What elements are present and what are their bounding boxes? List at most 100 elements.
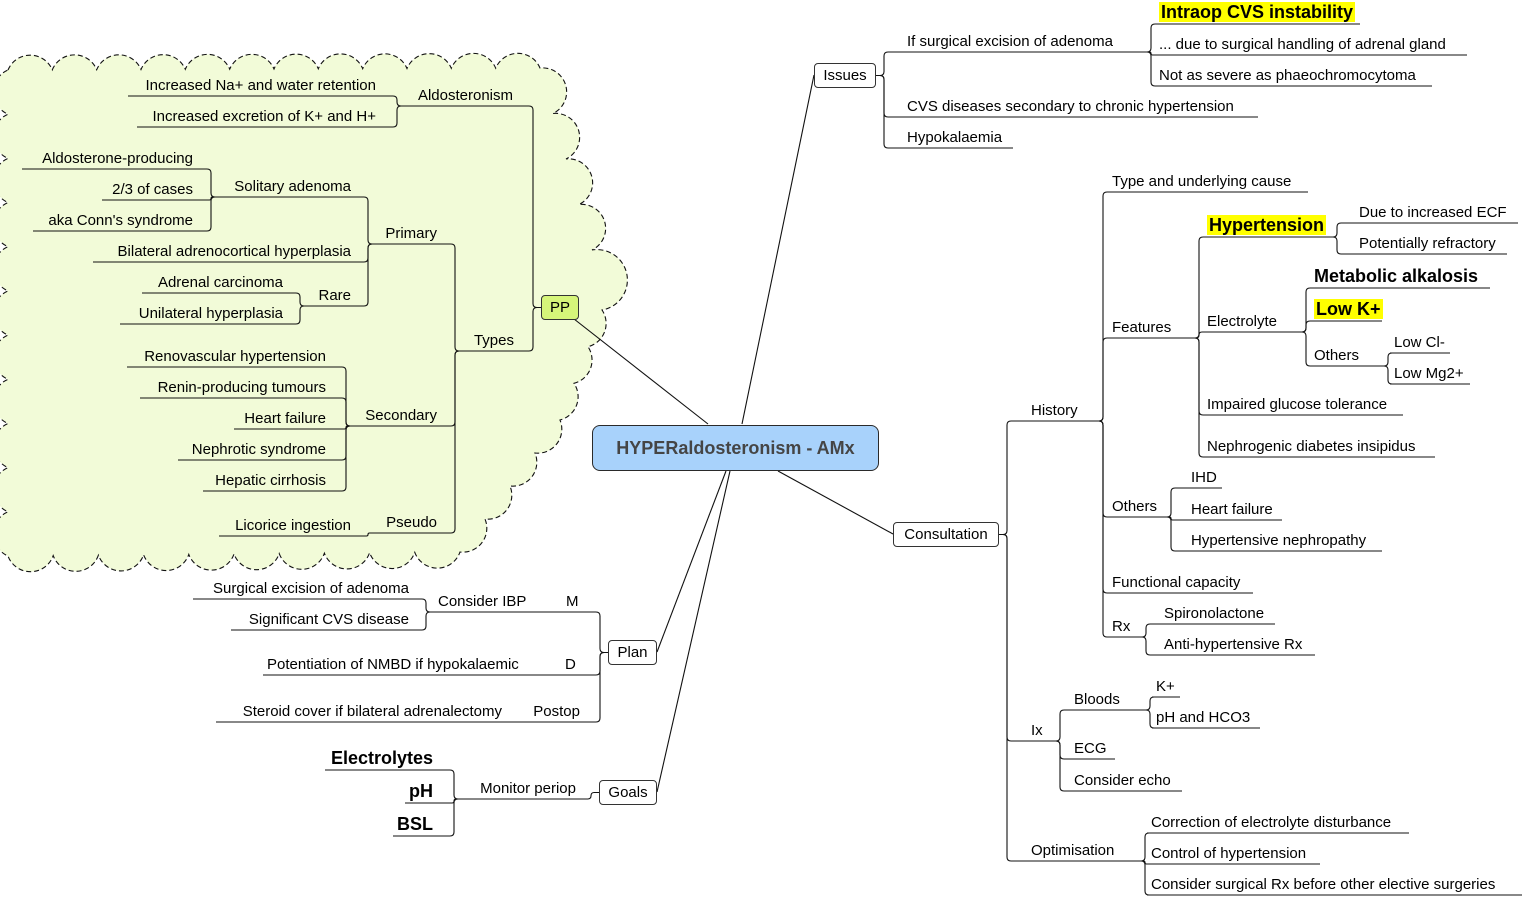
topic-intraop[interactable]: Intraop CVS instability <box>1159 1 1356 23</box>
branch-connector <box>1298 320 1311 333</box>
branch-connector <box>999 420 1027 536</box>
topic-label: Consider echo <box>1074 772 1171 789</box>
topic-hypok[interactable]: Hypokalaemia <box>907 129 1002 147</box>
topic-kh[interactable]: Increased excretion of K+ and H+ <box>153 108 376 126</box>
topic-primary[interactable]: Primary <box>385 225 437 243</box>
topic-metalk[interactable]: Metabolic alkalosis <box>1314 265 1478 287</box>
topic-surgexc[interactable]: Surgical excision of adenoma <box>213 580 409 598</box>
branch-connector <box>518 306 541 352</box>
topic-secondary[interactable]: Secondary <box>365 407 437 425</box>
topic-ibp[interactable]: Consider IBP <box>438 593 526 611</box>
topic-twothirds[interactable]: 2/3 of cases <box>112 181 193 199</box>
topic-renin[interactable]: Renin-producing tumours <box>158 379 326 397</box>
branch-connector <box>1095 420 1108 518</box>
topic-label: Metabolic alkalosis <box>1314 266 1479 286</box>
topic-renovasc[interactable]: Renovascular hypertension <box>144 348 326 366</box>
topic-label: Increased excretion of K+ and H+ <box>152 108 376 125</box>
topic-type[interactable]: Type and underlying cause <box>1112 173 1291 191</box>
topic-handling[interactable]: ... due to surgical handling of adrenal … <box>1159 36 1446 54</box>
central-topic[interactable]: HYPERaldosteronism - AMx <box>592 425 879 471</box>
topic-igt[interactable]: Impaired glucose tolerance <box>1207 396 1387 414</box>
topic-na[interactable]: Increased Na+ and water retention <box>145 77 376 95</box>
topic-nmbd[interactable]: Potentiation of NMBD if hypokalaemic <box>267 656 519 674</box>
topic-nephrotic[interactable]: Nephrotic syndrome <box>192 441 326 459</box>
topic-label: Nephrotic syndrome <box>191 441 326 458</box>
topic-ecf[interactable]: Due to increased ECF <box>1359 204 1507 222</box>
topic-bloods[interactable]: Bloods <box>1074 691 1120 709</box>
topic-hf1[interactable]: Heart failure <box>244 410 326 428</box>
topic-electro[interactable]: Electrolyte <box>1207 313 1277 331</box>
topic-kplus[interactable]: K+ <box>1156 678 1175 696</box>
topic-optim[interactable]: Optimisation <box>1031 842 1114 860</box>
main-topic-pp[interactable]: PP <box>541 295 579 320</box>
topic-unil[interactable]: Unilateral hyperplasia <box>139 305 283 323</box>
main-topic-consult[interactable]: Consultation <box>893 522 999 547</box>
topic-label: Intraop CVS instability <box>1159 2 1356 22</box>
topic-gph[interactable]: pH <box>409 780 433 802</box>
topic-echo[interactable]: Consider echo <box>1074 772 1171 790</box>
topic-eothers[interactable]: Others <box>1314 347 1359 365</box>
topic-postop[interactable]: Postop <box>533 703 580 721</box>
topic-label: Optimisation <box>1031 842 1115 859</box>
topic-label: Consider surgical Rx before other electi… <box>1151 876 1496 893</box>
topic-label: Heart failure <box>1191 501 1273 518</box>
topic-ecg[interactable]: ECG <box>1074 740 1107 758</box>
topic-bsl[interactable]: BSL <box>397 813 433 835</box>
topic-hneph[interactable]: Hypertensive nephropathy <box>1191 532 1366 550</box>
topic-sigcvs[interactable]: Significant CVS disease <box>249 611 409 629</box>
main-topic-issues[interactable]: Issues <box>814 63 876 88</box>
topic-features[interactable]: Features <box>1112 319 1171 337</box>
topic-corr[interactable]: Correction of electrolyte disturbance <box>1151 814 1391 832</box>
topic-bilat[interactable]: Bilateral adrenocortical hyperplasia <box>118 243 351 261</box>
branch-connector <box>1143 23 1156 53</box>
topic-label: Aldosterone-producing <box>42 150 193 167</box>
topic-label: If surgical excision of adenoma <box>907 33 1113 50</box>
branch-connector <box>437 798 462 837</box>
topic-conn[interactable]: aka Conn's syndrome <box>48 212 193 230</box>
topic-label: Pseudo <box>386 514 437 531</box>
topic-monitor[interactable]: Monitor periop <box>480 780 576 798</box>
topic-lowmg[interactable]: Low Mg2+ <box>1394 365 1464 383</box>
topic-notsevere[interactable]: Not as severe as phaeochromocytoma <box>1159 67 1416 85</box>
topic-ctrl[interactable]: Control of hypertension <box>1151 845 1306 863</box>
topic-lowcl[interactable]: Low Cl- <box>1394 334 1445 352</box>
topic-history[interactable]: History <box>1031 402 1078 420</box>
topic-label: Due to increased ECF <box>1359 204 1507 221</box>
main-topic-goals[interactable]: Goals <box>599 780 657 805</box>
topic-label: Hepatic cirrhosis <box>215 472 326 489</box>
topic-elytes[interactable]: Electrolytes <box>331 747 433 769</box>
topic-hothers[interactable]: Others <box>1112 498 1157 516</box>
topic-label: Anti-hypertensive Rx <box>1164 636 1303 653</box>
topic-spiro[interactable]: Spironolactone <box>1164 605 1264 623</box>
topic-licorice[interactable]: Licorice ingestion <box>235 517 351 535</box>
center-connector <box>741 74 815 425</box>
topic-steroid[interactable]: Steroid cover if bilateral adrenalectomy <box>243 703 502 721</box>
topic-types[interactable]: Types <box>474 332 514 350</box>
topic-func[interactable]: Functional capacity <box>1112 574 1240 592</box>
topic-hepatic[interactable]: Hepatic cirrhosis <box>215 472 326 490</box>
topic-rx[interactable]: Rx <box>1112 618 1130 636</box>
topic-solitary[interactable]: Solitary adenoma <box>234 178 351 196</box>
topic-rare[interactable]: Rare <box>318 287 351 305</box>
topic-aldo[interactable]: Aldosteronism <box>418 87 513 105</box>
main-topic-plan[interactable]: Plan <box>608 640 657 665</box>
topic-label: History <box>1031 402 1078 419</box>
topic-ph[interactable]: pH and HCO3 <box>1156 709 1250 727</box>
topic-surg[interactable]: If surgical excision of adenoma <box>907 33 1113 51</box>
topic-ix[interactable]: Ix <box>1031 722 1043 740</box>
topic-label: Monitor periop <box>480 780 576 797</box>
topic-carc[interactable]: Adrenal carcinoma <box>158 274 283 292</box>
topic-hf2[interactable]: Heart failure <box>1191 501 1273 519</box>
topic-lowk[interactable]: Low K+ <box>1314 298 1383 320</box>
topic-antihtn[interactable]: Anti-hypertensive Rx <box>1164 636 1302 654</box>
topic-pseudo[interactable]: Pseudo <box>386 514 437 532</box>
topic-ndi[interactable]: Nephrogenic diabetes insipidus <box>1207 438 1415 456</box>
topic-aldoprod[interactable]: Aldosterone-producing <box>42 150 193 168</box>
topic-label: Potentiation of NMBD if hypokalaemic <box>267 656 519 673</box>
topic-refr[interactable]: Potentially refractory <box>1359 235 1496 253</box>
topic-consid[interactable]: Consider surgical Rx before other electi… <box>1151 876 1495 894</box>
topic-ihd[interactable]: IHD <box>1191 469 1217 487</box>
topic-htn[interactable]: Hypertension <box>1207 214 1327 236</box>
topic-cvsdis[interactable]: CVS diseases secondary to chronic hypert… <box>907 98 1234 116</box>
topic-label: Ix <box>1031 722 1043 739</box>
